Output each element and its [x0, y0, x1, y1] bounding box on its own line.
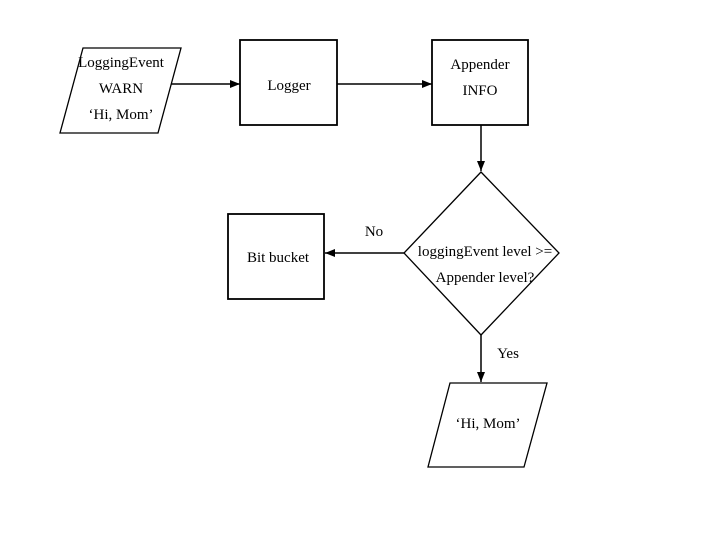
appender-label-line1: Appender [450, 57, 509, 73]
edge-label-no: No [365, 224, 383, 240]
logger-label: Logger [267, 78, 310, 94]
level-check-diamond [403, 171, 560, 336]
bit-bucket-label: Bit bucket [247, 250, 310, 266]
appender-box [431, 39, 529, 126]
loggingevent-input-line3: ‘Hi, Mom’ [89, 107, 154, 123]
loggingevent-input-parallelogram [59, 47, 182, 134]
appender-label-line2: INFO [462, 83, 497, 99]
output-message-parallelogram [427, 382, 548, 468]
level-check-line2: Appender level? [436, 270, 535, 286]
logger-box [239, 39, 338, 126]
level-check-line1: loggingEvent level >= [418, 244, 552, 260]
output-message-label: ‘Hi, Mom’ [456, 416, 521, 432]
edge-label-yes: Yes [497, 346, 519, 362]
bit-bucket-box [227, 213, 325, 300]
loggingevent-input-line2: WARN [99, 81, 143, 97]
loggingevent-input-line1: LoggingEvent [78, 55, 165, 71]
